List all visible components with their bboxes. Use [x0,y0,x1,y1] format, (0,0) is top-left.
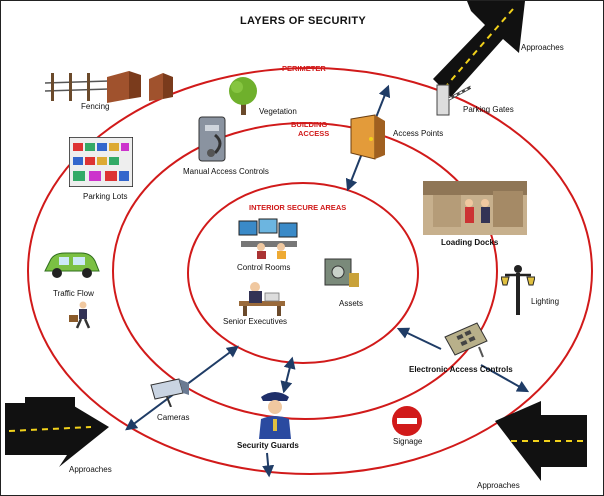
label-security-guards: Security Guards [237,441,299,450]
parking-lot-icon [69,137,133,187]
lock-icon [198,116,226,162]
approach-road-bottom-right-icon [495,401,587,481]
arrow-guards-inner [280,356,296,394]
arrow-electronic-out [480,364,530,393]
label-approaches-right: Approaches [477,481,520,490]
label-loading-docks: Loading Docks [441,238,499,247]
approach-road-bottom-left-icon [5,397,109,467]
label-parking-lots: Parking Lots [83,192,128,201]
ring-label-building-1: BUILDING [291,120,328,129]
ring-label-building-2: ACCESS [298,129,330,138]
label-manual-access: Manual Access Controls [183,167,269,176]
street-light-icon [501,265,535,315]
perimeter-ring [27,67,593,475]
building-access-ring [112,122,498,420]
tree-icon [229,77,257,115]
control-room-icon [238,218,298,259]
label-access-points: Access Points [393,129,444,138]
label-senior-exec: Senior Executives [223,317,288,326]
label-electronic-access: Electronic Access Controls [409,365,513,374]
label-control-rooms: Control Rooms [237,263,291,272]
door-icon [350,114,385,160]
parking-gate-icon [436,84,471,116]
keypad-icon [444,322,488,358]
safe-icon [324,258,359,287]
label-parking-gates: Parking Gates [463,105,514,114]
fence-icon [45,71,173,103]
label-lighting: Lighting [531,297,560,306]
label-fencing: Fencing [81,102,110,111]
ring-label-perimeter: PERIMETER [282,64,326,73]
executive-icon [239,282,285,316]
diagram-title: LAYERS OF SECURITY [239,15,366,27]
car-icon [44,252,100,278]
security-guard-icon [259,392,291,439]
label-traffic-flow: Traffic Flow [53,289,94,298]
interior-ring [187,182,419,364]
walking-person-icon [69,301,91,329]
label-cameras: Cameras [157,413,190,422]
ring-label-interior: INTERIOR SECURE AREAS [249,203,347,212]
no-entry-sign-icon [392,406,422,436]
label-approaches-top: Approaches [521,43,564,52]
arrow-guards-outer [262,452,275,478]
label-assets: Assets [339,299,364,308]
approach-road-top-right-icon [433,1,525,97]
label-vegetation: Vegetation [259,107,297,116]
arrow-electronic [396,327,442,350]
label-signage: Signage [393,437,423,446]
loading-dock-icon [423,181,527,235]
label-approaches-left: Approaches [69,465,112,474]
camera-icon [150,378,189,407]
